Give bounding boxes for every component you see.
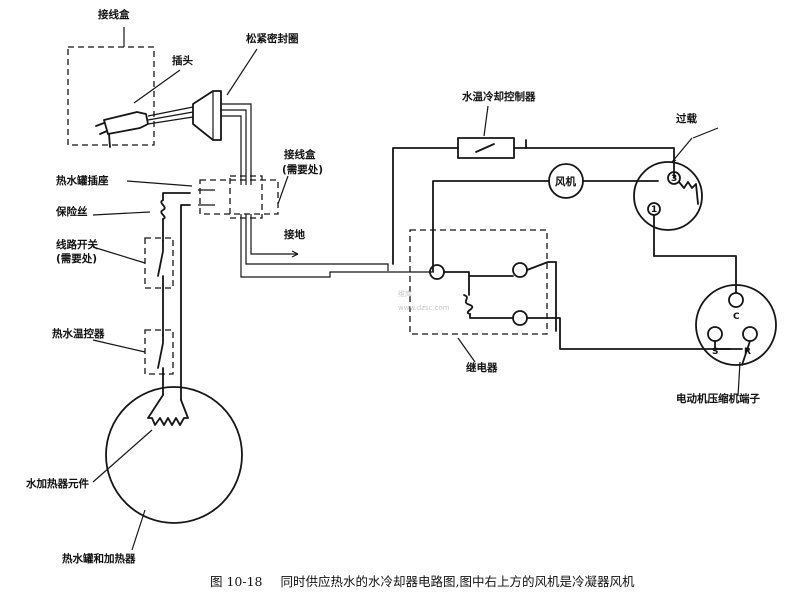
line-switch-box xyxy=(144,237,174,289)
label-relay: 继电器 xyxy=(466,361,498,374)
label-terminal-c: C xyxy=(733,312,740,322)
label-junction-box-top: 接线盒 xyxy=(98,8,130,21)
figure-caption-text: 同时供应热水的水冷却器电路图,图中右上方的风机是冷凝器风机 xyxy=(281,574,635,589)
label-hot-water-thermostat: 热水温控器 xyxy=(52,327,105,340)
label-junction-box-optional: 接线盒 xyxy=(284,148,316,161)
label-overload-1: 1 xyxy=(651,205,657,215)
label-hot-tank-socket: 热水罐插座 xyxy=(56,174,109,187)
fuse-symbol xyxy=(160,199,166,220)
plug-icon xyxy=(95,111,149,148)
label-fuse: 保险丝 xyxy=(55,205,88,218)
junction-box-top xyxy=(67,46,155,146)
label-overload-3: 3 xyxy=(671,174,677,184)
overload-protector xyxy=(633,161,703,231)
label-fan: 风机 xyxy=(555,175,576,188)
watermark-line2: www.dzsc.com xyxy=(398,304,450,312)
label-compressor-terminals: 电动机压缩机端子 xyxy=(676,392,760,405)
label-plug: 插头 xyxy=(172,54,193,67)
label-terminal-r: R xyxy=(744,347,751,357)
label-heater-element: 水加热器元件 xyxy=(25,477,89,490)
hot-water-tank xyxy=(105,386,243,524)
relay-box xyxy=(409,229,548,335)
strain-relief-grommet xyxy=(192,90,222,141)
compressor-terminal-block xyxy=(695,284,777,366)
label-line-switch-note: (需要处) xyxy=(56,252,97,265)
label-water-temp-controller: 水温冷却控制器 xyxy=(461,90,536,103)
label-ground: 接地 xyxy=(284,228,305,241)
label-strain-relief: 松紧密封圈 xyxy=(246,32,299,45)
label-junction-box-optional-note: (需要处) xyxy=(282,163,323,176)
label-overload: 过载 xyxy=(676,112,697,125)
junction-box-optional xyxy=(199,179,279,215)
figure-caption: 图 10-18 同时供应热水的水冷却器电路图,图中右上方的风机是冷凝器风机 xyxy=(210,574,635,589)
watermark-line1: 维库 xyxy=(398,289,412,298)
label-terminal-s: S xyxy=(712,347,718,357)
figure-number: 图 10-18 xyxy=(210,574,263,589)
label-line-switch: 线路开关 xyxy=(56,238,98,251)
label-hot-tank-heater: 热水罐和加热器 xyxy=(62,552,136,565)
